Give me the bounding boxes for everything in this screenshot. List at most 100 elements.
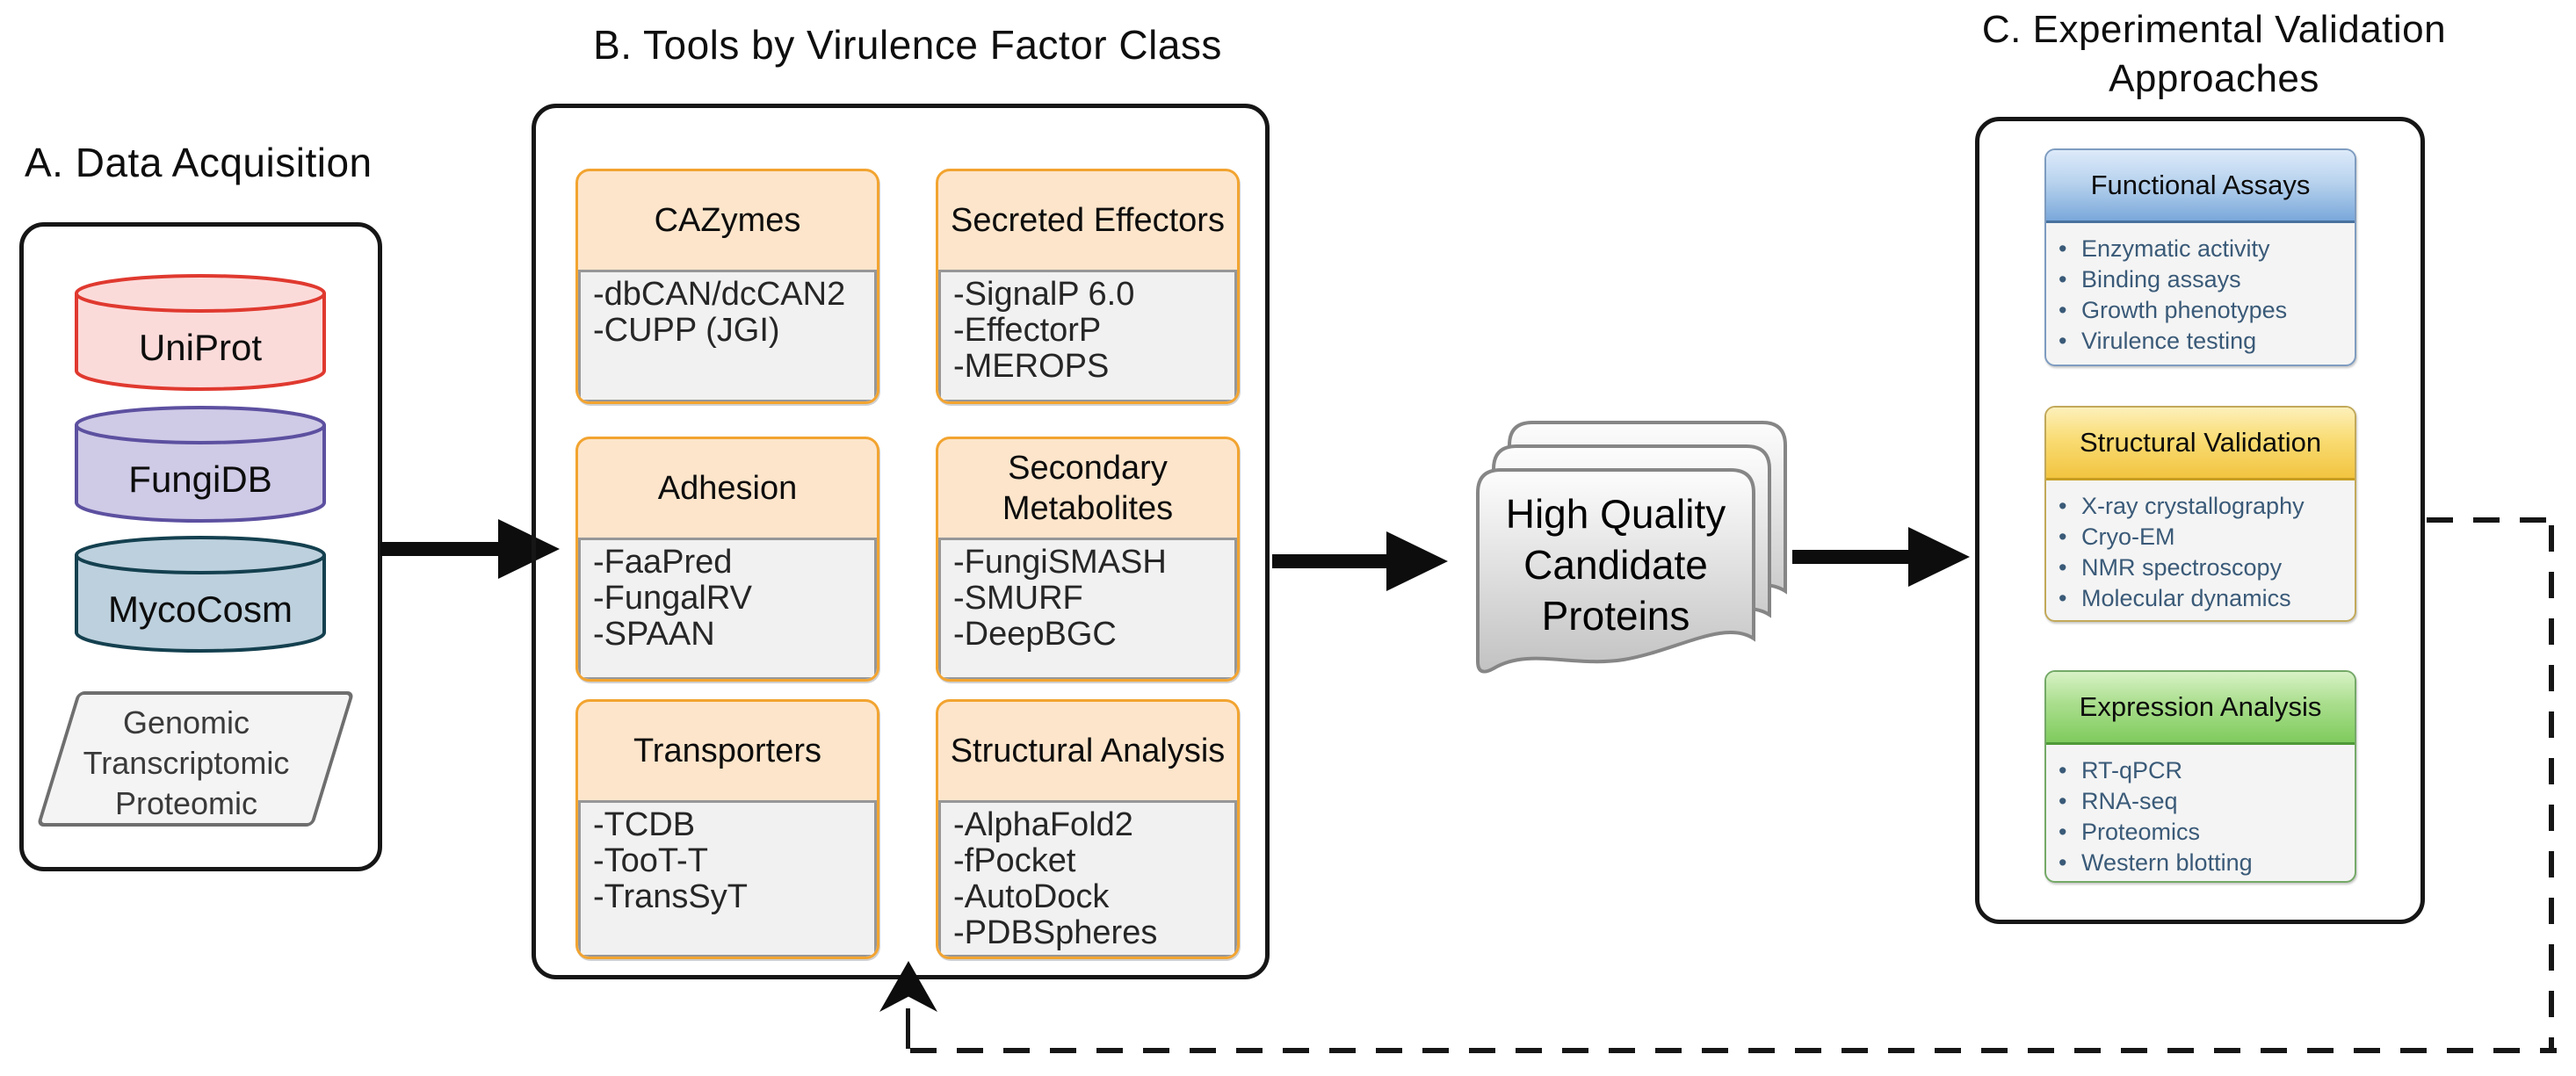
bullet-icon: • [2059,328,2067,354]
bullet-icon: • [2059,297,2067,323]
database-cylinder-mycocosm: MycoCosm [73,534,328,654]
tool-item: -SMURF [953,580,1083,617]
toolbox-cazymes: CAZymes -dbCAN/dcCAN2 -CUPP (JGI) [575,169,879,404]
toolbox-header: Adhesion [657,470,798,507]
tool-item: -FaaPred [593,544,733,581]
card-functional-assays: Functional Assays • Enzymatic activity • B… [2044,148,2356,366]
tool-item: -TCDB [593,806,696,843]
database-label: FungiDB [128,459,272,500]
bullet-icon: • [2059,849,2067,876]
data-type-transcriptomic: Transcriptomic [83,745,290,781]
tool-item: -CUPP (JGI) [593,312,780,349]
card-header: Expression Analysis [2046,672,2355,745]
tool-item: -EffectorP [953,312,1102,349]
tool-item: -PDBSpheres [953,914,1158,951]
toolbox-header: Secreted Effectors [951,202,1225,239]
tool-item: -AutoDock [953,878,1110,915]
feedback-dash-bottom [910,1048,2557,1053]
validation-item-label: RNA-seq [2081,788,2178,814]
toolbox-header: CAZymes [654,202,801,239]
toolbox-header: Structural Analysis [950,733,1226,769]
tool-item: -SignalP 6.0 [953,276,1135,313]
card-expression-analysis: Expression Analysis •RT-qPCR •RNA-seq •P… [2044,670,2356,883]
card-structural-validation: Structural Validation • X-ray crystallogr… [2044,406,2356,622]
validation-item: • Molecular dynamics [2059,583,2355,614]
validation-item: • Binding assays [2059,264,2355,295]
output-line: High Quality [1505,491,1726,537]
section-c-title-line2: Approaches [2109,57,2319,100]
tool-item: -TransSyT [593,878,748,915]
validation-item: • RNA-seq [2059,786,2355,817]
output-line: Proteins [1541,593,1690,639]
section-c-panel [1975,117,2425,924]
tool-item: -FungiSMASH [953,544,1167,581]
data-type-proteomic: Proteomic [114,785,258,821]
toolbox-body: -TCDB -TooT-T -TransSyT [578,800,877,957]
tool-item: -DeepBGC [953,616,1117,653]
card-body: • Enzymatic activity • Binding assays • Gro… [2046,223,2355,357]
toolbox-body: -SignalP 6.0 -EffectorP -MEROPS [938,270,1237,401]
document-stack [1476,421,1787,674]
toolbox-body: -AlphaFold2 -fPocket -AutoDock -PDBSpher… [938,800,1237,957]
validation-item-label: Binding assays [2081,266,2241,292]
output-line: Candidate [1523,542,1708,588]
toolbox-transporters: Transporters -TCDB -TooT-T -TransSyT [575,699,879,959]
toolbox-structural-analysis: Structural Analysis -AlphaFold2 -fPocket… [936,699,1240,959]
database-label: UniProt [138,327,263,368]
database-label: MycoCosm [107,589,293,630]
bullet-icon: • [2059,524,2067,550]
feedback-dash-top [2427,517,2557,523]
validation-item-label: X-ray crystallography [2081,493,2305,519]
toolbox-secondary-metabolites: Secondary Metabolites -FungiSMASH -SMURF… [936,437,1240,682]
tool-item: -MEROPS [953,348,1110,385]
bullet-icon: • [2059,788,2067,814]
validation-item: •Proteomics [2059,817,2355,848]
bullet-icon: • [2059,266,2067,292]
card-header: Structural Validation [2046,408,2355,480]
tool-item: -FungalRV [593,580,752,617]
tool-item: -AlphaFold2 [953,806,1133,843]
card-body: •RT-qPCR • RNA-seq •Proteomics • Western b… [2046,745,2355,878]
feedback-dash-right [2549,525,2554,1052]
validation-item: • Virulence testing [2059,326,2355,357]
bullet-icon: • [2059,585,2067,611]
database-cylinder-uniprot: UniProt [73,272,328,392]
database-cylinder-fungidb: FungiDB [73,404,328,524]
output-label: High Quality Candidate Proteins [1462,488,1769,641]
bullet-icon: • [2059,493,2067,519]
section-c-title-line1: C. Experimental Validation [1981,8,2447,51]
data-types-labels: Genomic Transcriptomic Proteomic [46,703,327,824]
validation-item: • Cryo-EM [2059,522,2355,552]
validation-item-label: Virulence testing [2081,328,2257,354]
toolbox-secreted-effectors: Secreted Effectors -SignalP 6.0 -Effecto… [936,169,1240,404]
validation-item: • Western blotting [2059,848,2355,878]
section-a-panel [19,222,382,871]
validation-item-label: Growth phenotypes [2081,297,2288,323]
document-front [1476,468,1755,674]
card-header: Functional Assays [2046,150,2355,223]
toolbox-body: -FungiSMASH -SMURF -DeepBGC [938,538,1237,679]
validation-item: • NMR spectroscopy [2059,552,2355,583]
bullet-icon: • [2059,235,2067,262]
validation-item-label: RT-qPCR [2081,757,2183,784]
validation-item-label: Western blotting [2081,849,2253,876]
section-a-title: A. Data Acquisition [25,140,373,185]
card-body: • X-ray crystallography • Cryo-EM • NMR spe… [2046,480,2355,614]
validation-item-label: NMR spectroscopy [2081,554,2283,581]
cylinder-shape-fungidb [75,406,326,523]
toolbox-header: Transporters [633,733,821,769]
validation-item-label: Molecular dynamics [2081,585,2291,611]
validation-item-label: Proteomics [2081,819,2201,845]
toolbox-header: Secondary Metabolites [1002,450,1174,527]
validation-item-label: Enzymatic activity [2081,235,2270,262]
validation-item: •RT-qPCR [2059,755,2355,786]
tool-item: -fPocket [953,842,1076,879]
cylinder-shape-uniprot [75,274,326,391]
validation-item-label: Cryo-EM [2081,524,2175,550]
validation-item: • X-ray crystallography [2059,491,2355,522]
tool-item: -TooT-T [593,842,708,879]
tool-item: -dbCAN/dcCAN2 [593,276,846,313]
data-type-genomic: Genomic [122,704,250,740]
bullet-icon: • [2059,554,2067,581]
